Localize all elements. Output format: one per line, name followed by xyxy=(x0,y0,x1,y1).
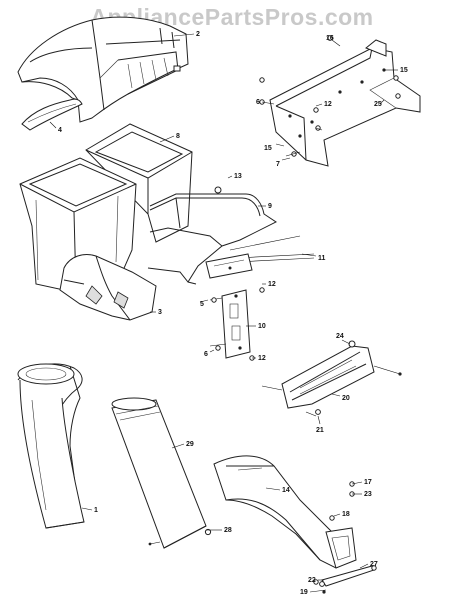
callout-7: 7 xyxy=(276,161,280,168)
part-latch-handle xyxy=(319,565,377,587)
leader-lines xyxy=(49,33,398,581)
callout-5: 5 xyxy=(200,301,204,308)
part-bumper xyxy=(261,340,402,409)
callout-15-top: 15 xyxy=(400,67,408,74)
callout-10: 10 xyxy=(258,323,266,330)
hardware-fasteners xyxy=(211,35,401,594)
part-chute-tube xyxy=(17,363,85,529)
callout-11: 11 xyxy=(318,255,326,262)
callout-19: 19 xyxy=(300,589,308,596)
callout-14: 14 xyxy=(282,487,290,494)
part-hood-cover xyxy=(17,16,189,123)
callout-6-plate: 6 xyxy=(204,351,208,358)
part-mount-plate xyxy=(209,289,251,359)
callout-9: 9 xyxy=(268,203,272,210)
callout-23: 23 xyxy=(364,491,372,498)
part-flap xyxy=(21,98,83,131)
callout-27: 27 xyxy=(370,561,378,568)
callout-20: 20 xyxy=(342,395,350,402)
callout-12-plate: 12 xyxy=(258,355,266,362)
callout-17: 17 xyxy=(364,479,372,486)
callout-18: 18 xyxy=(342,511,350,518)
callout-2: 2 xyxy=(196,31,200,38)
callout-8: 8 xyxy=(176,133,180,140)
part-rear-bracket xyxy=(269,39,421,167)
callout-25: 25 xyxy=(374,101,382,108)
callout-15-bottom: 15 xyxy=(264,145,272,152)
callout-22: 22 xyxy=(308,577,316,584)
part-bag-adapter xyxy=(59,254,157,321)
part-elbow-chute xyxy=(213,455,357,569)
callout-12-frame: 12 xyxy=(268,281,276,288)
callout-16: 16 xyxy=(326,35,334,42)
callout-4: 4 xyxy=(58,127,62,134)
callout-13: 13 xyxy=(234,173,242,180)
callout-21: 21 xyxy=(316,427,324,434)
part-frame-tube xyxy=(147,186,277,285)
callout-3: 3 xyxy=(158,309,162,316)
callout-labels: 2 4 8 13 9 11 12 5 10 6 12 3 16 15 6 12 … xyxy=(58,31,408,596)
part-straight-tube xyxy=(111,397,212,549)
callout-28: 28 xyxy=(224,527,232,534)
callout-6-bracket: 6 xyxy=(256,99,260,106)
part-frame-bracket xyxy=(205,253,253,279)
callout-24: 24 xyxy=(336,333,344,340)
callout-1: 1 xyxy=(94,507,98,514)
callout-12-bracket: 12 xyxy=(324,101,332,108)
callout-29: 29 xyxy=(186,441,194,448)
